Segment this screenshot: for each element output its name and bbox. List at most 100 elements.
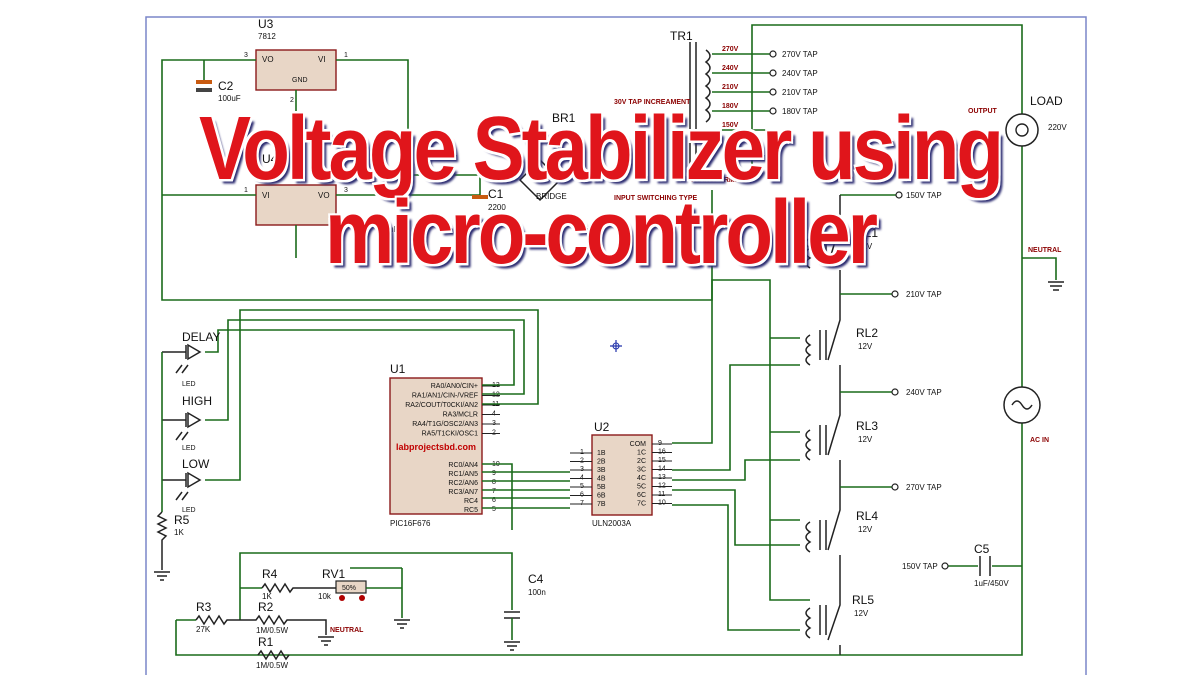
rv1-ref: RV1 [322, 567, 345, 581]
tr1-secondary: TRANSFORMER [690, 177, 744, 184]
u2-output-label: 5C [637, 484, 646, 491]
rl2-ref: RL2 [856, 326, 878, 340]
u4-vi: VI [262, 191, 270, 200]
u1-pin-label: RA0/AN0/CIN+ [431, 383, 478, 390]
rl3-value: 12V [858, 435, 873, 444]
led-delay-ref: DELAY [182, 330, 220, 344]
c2-ref: C2 [218, 79, 234, 93]
tap-out-240: 240V TAP [782, 69, 818, 78]
u3-pin3: 3 [244, 52, 248, 59]
u1-pin-label: RC0/AN4 [448, 462, 478, 469]
tap-rows: 270V 240V 210V 180V 150V 270V TAP 240V T… [712, 46, 818, 131]
br1-label: BRIDGE [536, 192, 567, 201]
tr1-neutral: NEUTRAL [728, 137, 762, 144]
r4-ref: R4 [262, 567, 278, 581]
u4-pin1: 1 [244, 187, 248, 194]
c2-bottom-plate [196, 88, 212, 92]
u2-input-label: 1B [597, 450, 606, 457]
led-low-ref: LOW [182, 457, 210, 471]
led-high: HIGH LED [162, 394, 212, 452]
tap-180: 180V [722, 103, 739, 110]
rl2-value: 12V [858, 342, 873, 351]
c1-ref: C1 [488, 187, 504, 201]
tap-240-terminal [769, 69, 777, 77]
r1-value: 1M/0.5W [256, 661, 288, 670]
u1-pin-label: RA1/AN1/CIN-/VREF [412, 393, 478, 400]
tr1-note: 30V TAP INCREAMENT [614, 99, 691, 106]
input-switching: INPUT SWITCHING TYPE [614, 195, 698, 202]
led-high-type: LED [182, 445, 196, 452]
transformer-coil [704, 49, 711, 123]
rl4-value: 12V [858, 525, 873, 534]
u2-input-label: 5B [597, 484, 606, 491]
u1-pin-number: 6 [492, 497, 496, 504]
u1-ref: U1 [390, 362, 406, 376]
ac-in-label: AC IN [1030, 437, 1049, 444]
r4-resistor [261, 582, 336, 594]
r5-ref: R5 [174, 513, 190, 527]
r5-resistor [156, 511, 168, 570]
u1-microcontroller [389, 377, 483, 515]
rl1-ref: RL1 [856, 226, 878, 240]
c3-value: 00uF [380, 225, 398, 234]
u2-output-label: 4C [637, 475, 646, 482]
u1-pin-label: RC2/AN6 [448, 480, 478, 487]
u3-gnd: GND [292, 77, 308, 84]
u1-pin-number: 7 [492, 488, 496, 495]
c4-value: 100n [528, 588, 546, 597]
r5-value: 1K [174, 528, 184, 537]
u3-pin1: 1 [344, 52, 348, 59]
tr1-ref: TR1 [670, 29, 693, 43]
rl5-value: 12V [854, 609, 869, 618]
led-delay-type: LED [182, 381, 196, 388]
u2-output-label: 7C [637, 501, 646, 508]
rl1-tap: 150V TAP [906, 191, 942, 200]
load-lamp-icon [1005, 113, 1039, 147]
u1-pin-number: 8 [492, 479, 496, 486]
neutral-label: NEUTRAL [1028, 247, 1062, 254]
rv1-potentiometer [335, 580, 367, 594]
led-delay: DELAY LED [162, 330, 220, 388]
br1-ref: BR1 [552, 111, 576, 125]
u4-regulator [255, 184, 337, 226]
c2-value: 100uF [218, 94, 241, 103]
u3-regulator [255, 49, 337, 91]
rv1-inner: 50% [342, 585, 356, 592]
r1-ref: R1 [258, 635, 274, 649]
load-ref: LOAD [1030, 94, 1063, 108]
u2-output-label: COM [630, 441, 647, 448]
tap-out-270: 270V TAP [782, 50, 818, 59]
r3-ref: R3 [196, 600, 212, 614]
relay-rl2: 210V TAP RL2 12V [805, 290, 942, 395]
u4-ref: U4 [262, 152, 278, 166]
u2-input-label: 4B [597, 476, 606, 483]
u3-ref: U3 [258, 17, 274, 31]
u2-part: ULN2003A [592, 519, 632, 528]
bridge-rectifier [518, 158, 562, 202]
u1-pin-label: RC5 [464, 507, 478, 514]
relay-rl4: 270V TAP RL4 12V [805, 483, 942, 585]
c5-tap: 150V TAP [902, 562, 938, 571]
tap-270-terminal [769, 50, 777, 58]
led-high-ref: HIGH [182, 394, 212, 408]
led-low: LOW LED [162, 457, 210, 514]
load-value: 220V [1048, 123, 1067, 132]
tap-out-210: 210V TAP [782, 88, 818, 97]
u2-output-label: 6C [637, 492, 646, 499]
r4-value: 1K [262, 592, 272, 601]
rl1-value: 12V [858, 242, 873, 251]
u2-output-label: 3C [637, 467, 646, 474]
r2-value: 1M/0.5W [256, 626, 288, 635]
relay-rl5: RL5 12V [805, 585, 874, 655]
output-label: OUTPUT [968, 108, 998, 115]
u3-pin2: 2 [290, 97, 294, 104]
tap-270: 270V [722, 46, 739, 53]
u1-watermark: labprojectsbd.com [396, 442, 476, 452]
tap-out-180: 180V TAP [782, 107, 818, 116]
u2-input-label: 7B [597, 501, 606, 508]
u1-pin-number: 5 [492, 506, 496, 513]
rl5-ref: RL5 [852, 593, 874, 607]
c5-value: 1uF/450V [974, 579, 1009, 588]
c4-ref: C4 [528, 572, 544, 586]
